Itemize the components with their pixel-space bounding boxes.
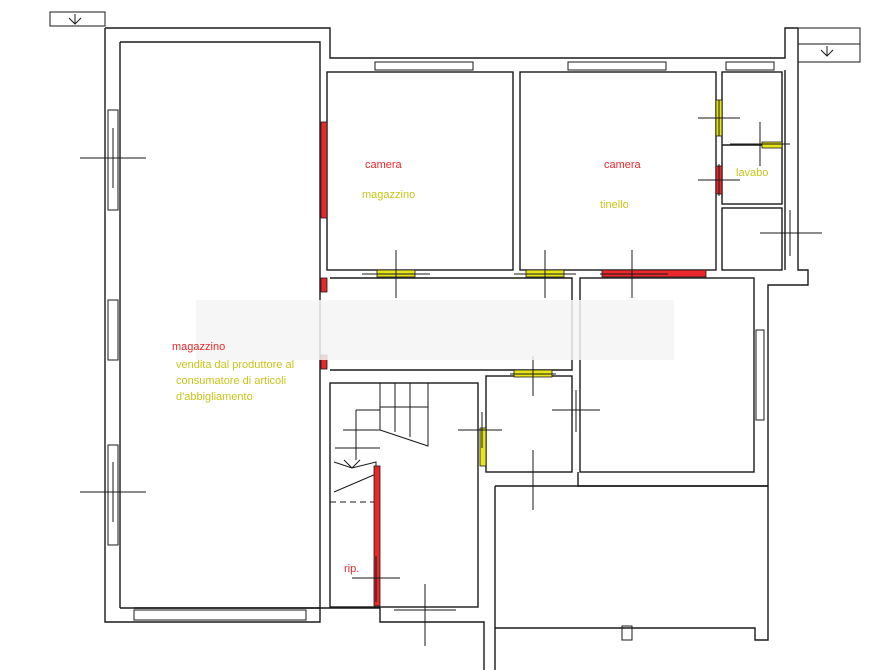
label-camera-right: camera [604, 159, 642, 171]
label-vendita-line1: vendita dal produttore al [176, 359, 294, 371]
room-camera-magazzino [320, 71, 514, 278]
label-lavabo: lavabo [736, 167, 768, 179]
label-vendita-line2: consumatore di articoli [176, 375, 286, 387]
room-camera-tinello [519, 71, 717, 278]
corner-marker-right [797, 27, 861, 63]
label-rip: rip. [344, 563, 359, 575]
label-magazzino-left: magazzino [362, 189, 415, 201]
label-vendita-line3: d'abbigliamento [176, 391, 253, 403]
corner-marker-left [49, 11, 106, 27]
room-small [479, 369, 573, 473]
room-right-middle [579, 277, 755, 473]
label-tinello: tinello [600, 199, 629, 211]
blurred-area [196, 300, 674, 360]
label-camera-left: camera [365, 159, 403, 171]
label-magazzino-big: magazzino [172, 341, 225, 353]
section-marks [80, 100, 822, 646]
room-stair [329, 382, 479, 608]
